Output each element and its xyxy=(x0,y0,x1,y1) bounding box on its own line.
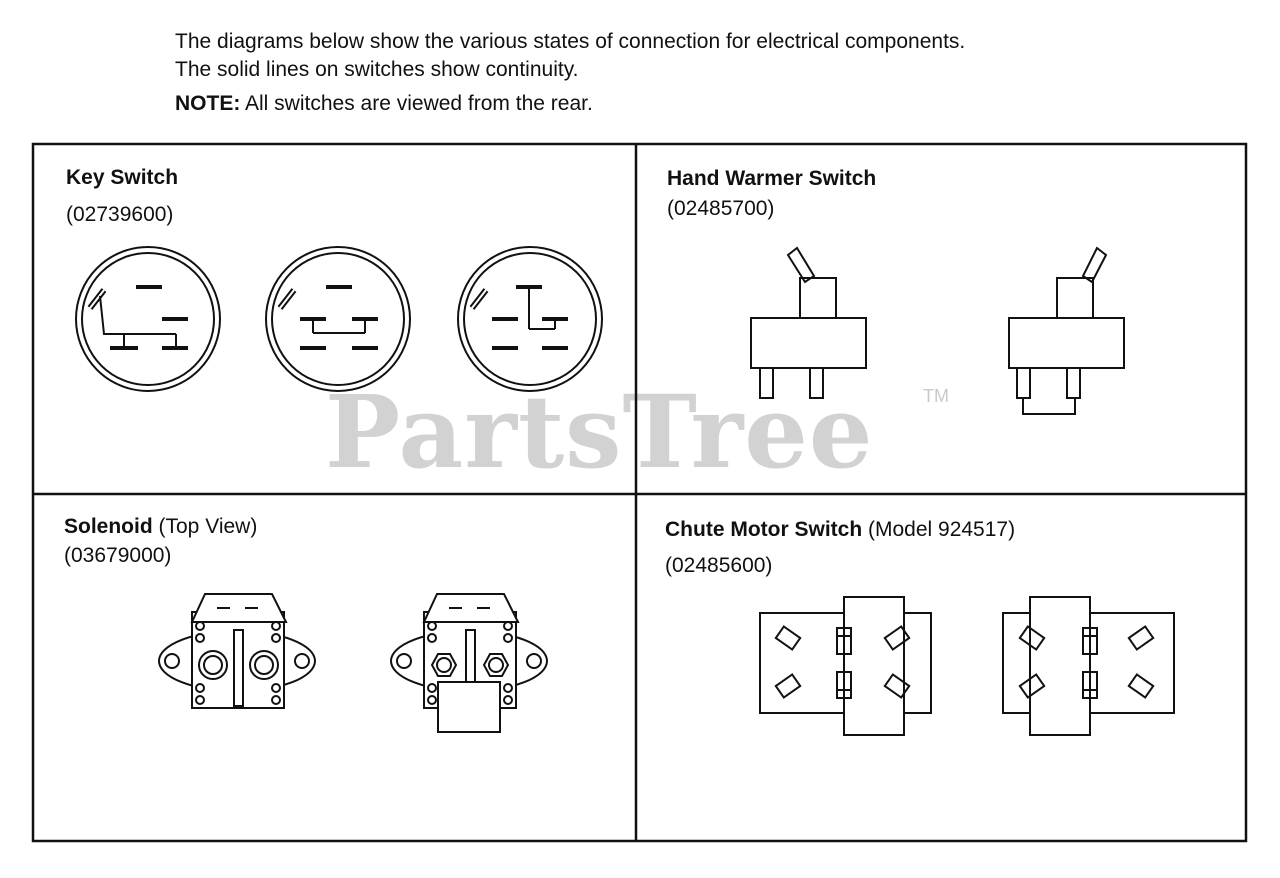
panel-grid xyxy=(31,142,1248,843)
chute-motor-title-text: Chute Motor Switch xyxy=(665,518,863,541)
solenoid-title-text: Solenoid xyxy=(64,515,153,538)
watermark-trademark: TM xyxy=(923,386,949,406)
hand-warmer-title: Hand Warmer Switch xyxy=(667,167,876,191)
key-switch-start-diagram xyxy=(457,246,603,392)
solenoid-title: Solenoid (Top View) xyxy=(64,515,257,539)
key-switch-off-diagram xyxy=(75,246,221,392)
note-label: NOTE: xyxy=(175,92,241,115)
intro-line-1: The diagrams below show the various stat… xyxy=(175,30,966,53)
hand-warmer-on-diagram xyxy=(1008,246,1125,415)
key-switch-run-diagram xyxy=(265,246,411,392)
chute-motor-title: Chute Motor Switch (Model 924517) xyxy=(665,518,1015,542)
solenoid-closed-diagram xyxy=(390,593,548,733)
intro-line-2: The solid lines on switches show continu… xyxy=(175,58,579,81)
chute-motor-subtitle: (Model 924517) xyxy=(862,518,1016,541)
hand-warmer-off-diagram xyxy=(750,246,867,399)
note-text: All switches are viewed from the rear. xyxy=(240,92,593,115)
solenoid-subtitle: (Top View) xyxy=(152,515,258,538)
hand-warmer-title-text: Hand Warmer Switch xyxy=(667,167,877,190)
intro-note: NOTE: All switches are viewed from the r… xyxy=(175,92,593,116)
key-switch-part-number: (02739600) xyxy=(66,203,174,226)
chute-motor-switch-left-diagram xyxy=(759,596,932,736)
key-switch-title-text: Key Switch xyxy=(66,166,179,189)
watermark: PartsTree xyxy=(325,373,874,491)
solenoid-open-diagram xyxy=(158,593,316,709)
chute-motor-part-number: (02485600) xyxy=(665,554,773,577)
hand-warmer-part-number: (02485700) xyxy=(667,197,775,220)
key-switch-title: Key Switch xyxy=(66,166,178,190)
solenoid-part-number: (03679000) xyxy=(64,544,172,567)
chute-motor-switch-right-diagram xyxy=(1002,596,1175,736)
